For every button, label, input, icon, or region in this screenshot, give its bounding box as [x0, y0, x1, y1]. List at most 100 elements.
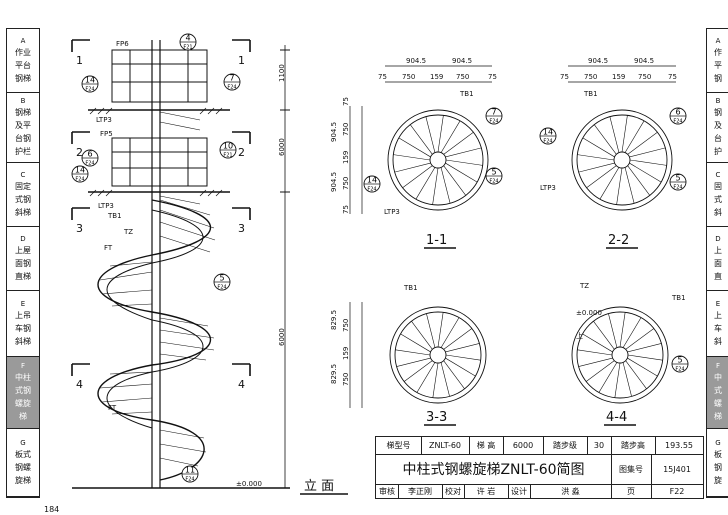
chapter-tab-text: 平台: [15, 60, 31, 70]
callout-sheet: F24: [227, 85, 236, 91]
plan3-side-d: 159: [342, 347, 350, 360]
tread-line: [599, 167, 620, 200]
chapter-tab-text: 面: [714, 258, 722, 268]
callout-sheet: F24: [489, 119, 498, 125]
chapter-tab-text: 梯: [19, 412, 27, 421]
chapter-tab-text: 面钢: [15, 258, 31, 268]
tread-line: [443, 328, 473, 350]
tread-line: [598, 362, 618, 393]
chapter-tab-letter: D: [715, 234, 721, 243]
chapter-tab-text: 式钢: [15, 386, 31, 395]
chapter-tab-letter: E: [715, 299, 721, 308]
plan3-tb1: TB1: [403, 284, 418, 292]
tread-line: [415, 167, 436, 200]
elevation-title: 立 面: [304, 479, 334, 494]
tread-line: [426, 313, 436, 348]
callout-number: 6: [87, 150, 92, 159]
plan1-ltp3: LTP3: [384, 208, 400, 216]
plan4-up: 上: [576, 331, 583, 340]
tread-line: [440, 167, 451, 204]
tread-line: [622, 362, 632, 397]
plan1-dim-c: 75: [378, 73, 387, 81]
callout-sheet: F24: [85, 161, 94, 167]
section-mark-3-right: 3: [238, 222, 245, 235]
tread-line: [443, 165, 467, 196]
chapter-tab-text: 上屋: [15, 245, 31, 255]
tb-page-label: 页: [611, 484, 652, 498]
callout-sheet: F24: [217, 285, 226, 291]
tread-line: [443, 360, 465, 390]
chapter-tab-text: 旋: [714, 475, 722, 485]
plan1-side-c: 159: [342, 151, 350, 164]
tread-line: [445, 147, 482, 158]
chapter-tab-text: 台: [714, 134, 722, 143]
tb-model-label: 梯型号: [376, 437, 422, 454]
plan2-dim-e: 159: [612, 73, 625, 81]
chapter-tab-text: 车钢: [15, 323, 31, 333]
tb-step-h: 193.55: [665, 441, 693, 450]
tread-line: [396, 357, 431, 367]
chapter-tab-text: 旋梯: [15, 475, 31, 485]
chapter-tab-text: 作: [714, 47, 722, 57]
tread-line: [440, 317, 460, 348]
chapter-tab-text: 固: [714, 181, 722, 191]
chapter-tab-text: 梯: [714, 412, 722, 421]
tread-line: [432, 362, 439, 398]
callout-number: 5: [677, 356, 682, 365]
callout-sheet: F24: [673, 185, 682, 191]
callout-number: 14: [543, 128, 553, 137]
tread-line: [445, 162, 478, 183]
tread-line: [627, 165, 651, 196]
label-ltp3-lower: LTP3: [98, 202, 114, 210]
chapter-tab-letter: B: [20, 97, 26, 105]
tb-atlas-label: 图集号: [611, 454, 652, 484]
plan4-tb1: TB1: [671, 294, 686, 302]
plan2-tb1: TB1: [583, 90, 598, 98]
tb-height: 6000: [503, 437, 544, 454]
tb-model: ZNLT-60: [421, 437, 470, 454]
chapter-tab-text: 直: [714, 271, 722, 281]
tread-line: [398, 137, 431, 158]
chapter-tab-text: 斜: [714, 207, 722, 217]
chapter-tab-letter: F: [715, 362, 721, 370]
plan3-side-c: 750: [342, 319, 350, 332]
callout-number: 14: [85, 76, 95, 85]
chapter-tab-text: 上: [714, 310, 722, 320]
label-tz: TZ: [123, 228, 133, 236]
tread-line: [624, 167, 635, 204]
chapter-tab-text: 式钢: [15, 194, 31, 204]
chapter-tab-text: 螺: [714, 399, 722, 408]
tb-reviewer: 李正刚: [398, 484, 443, 498]
label-ltp3-upper: LTP3: [96, 116, 112, 124]
chapter-tab-text: 作业: [15, 47, 31, 57]
tread-line: [625, 328, 655, 350]
plan2-dim-b: 904.5: [634, 57, 654, 65]
tb-steps-label: 踏步级: [543, 437, 588, 454]
callout-sheet: F21: [223, 153, 232, 159]
section-mark-1-left: 1: [76, 54, 83, 67]
tb-check-label: 校对: [442, 484, 465, 498]
chapter-tab-text: 钢螺: [15, 462, 31, 472]
